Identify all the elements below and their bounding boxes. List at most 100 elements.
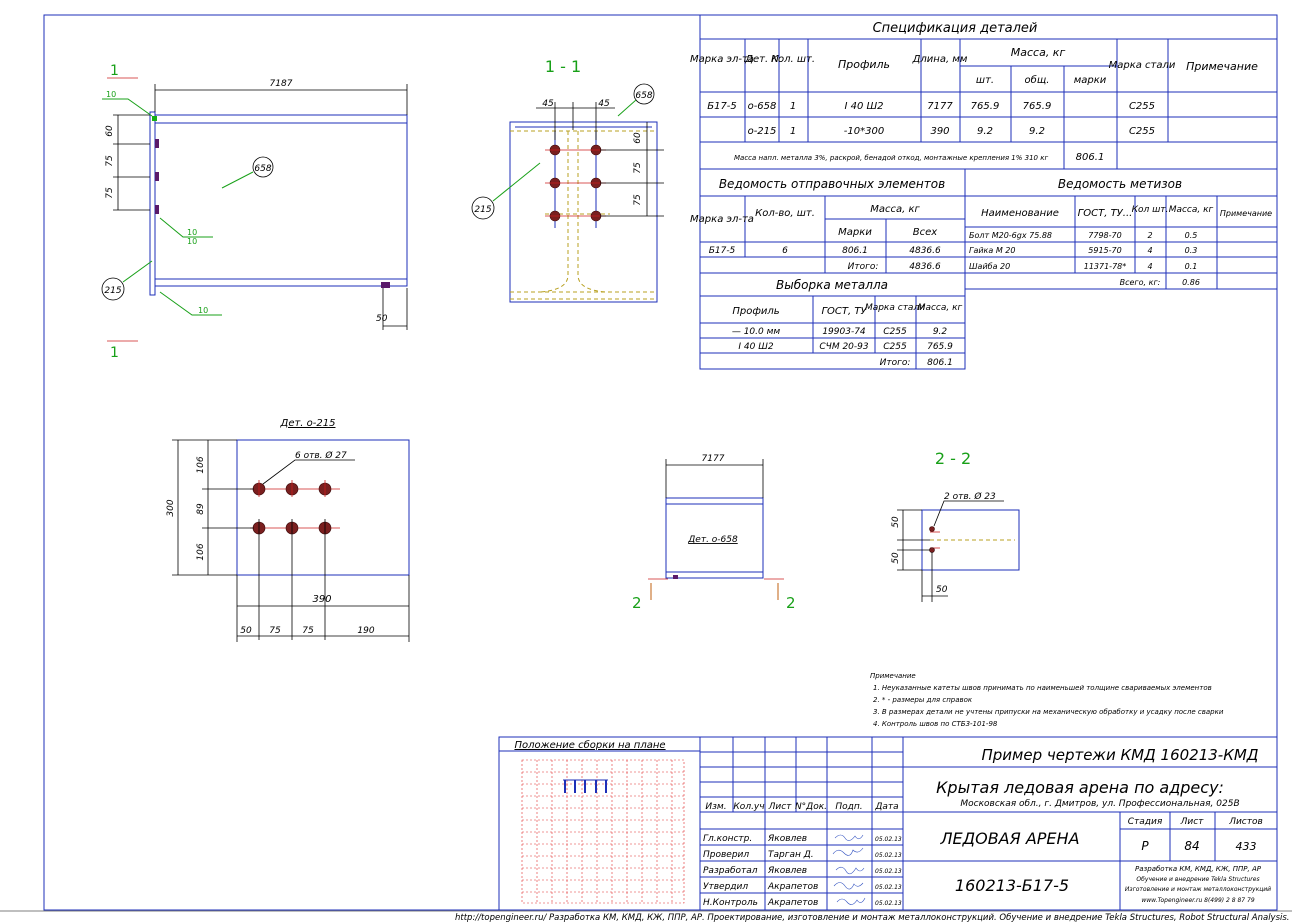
tb-object: Крытая ледовая арена по адресу: (936, 778, 1224, 797)
tb-project: Пример чертежи КМД 160213-КМД (981, 746, 1258, 764)
tb-name: Яковлев (767, 866, 807, 876)
hardware-table: Ведомость метизов Наименование ГОСТ, ТУ.… (964, 168, 1278, 290)
tb-role: Утвердил (703, 882, 748, 892)
section-mark: 2 (786, 594, 796, 612)
spec-cell: I 40 Ш2 (844, 101, 883, 112)
spec-h-mass-unit: шт. (976, 75, 994, 86)
hardware-cell: 5915-70 (1088, 246, 1121, 255)
note-line: 4. Контроль швов по СТБ3-101-98 (873, 720, 998, 728)
metal-cell: — 10.0 мм (732, 327, 781, 337)
spec-cell: С255 (1129, 126, 1155, 137)
shipping-h-mark: Марка эл-та (690, 214, 754, 225)
spec-cell: Б17-5 (707, 101, 737, 112)
hardware-h-mass: Масса, кг (1169, 205, 1214, 215)
dim-75: 75 (269, 626, 281, 636)
note-line: 2. * - размеры для справок (873, 696, 973, 704)
spec-cell: 765.9 (1023, 101, 1052, 112)
dim-60: 60 (105, 125, 115, 137)
hardware-cell: 0.1 (1185, 262, 1198, 271)
tb-date: 05.02.13 (875, 836, 902, 843)
metal-table: Выборка металла Профиль ГОСТ, ТУ Марка с… (699, 272, 966, 370)
spec-cell: 1 (790, 101, 796, 112)
hardware-h-note: Примечание (1220, 209, 1272, 218)
spec-h-qty: Кол. шт. (771, 54, 815, 65)
metal-total: 806.1 (927, 358, 953, 368)
beam-detail-label: Дет. о-658 (687, 535, 738, 545)
dim-60: 60 (633, 132, 643, 144)
tb-company-line: Изготовление и монтаж металлоконструкций (1125, 886, 1271, 893)
dim-75: 75 (302, 626, 314, 636)
shipping-title: Ведомость отправочных элементов (719, 177, 945, 191)
dim-390: 390 (312, 594, 331, 605)
metal-cell: 19903-74 (822, 327, 866, 337)
hardware-cell: 7798-70 (1088, 231, 1121, 240)
dim-75: 75 (633, 162, 643, 174)
dim-50: 50 (936, 585, 948, 595)
metal-title: Выборка металла (776, 278, 888, 292)
metal-cell: 765.9 (927, 342, 953, 352)
tb-role: Гл.констр. (703, 834, 752, 844)
dim-50: 50 (891, 516, 901, 528)
metal-h-mass: Масса, кг (918, 303, 963, 313)
tb-stage: Р (1141, 839, 1149, 853)
hardware-cell: Болт М20-6gх 75.88 (969, 231, 1052, 240)
dim-75: 75 (633, 194, 643, 206)
hardware-h-gost: ГОСТ, ТУ... (1078, 208, 1133, 219)
spec-cell: 765.9 (971, 101, 1000, 112)
tb-date: 05.02.13 (875, 900, 902, 907)
tb-company-line: www.Topengineer.ru 8(499) 2 8 87 79 (1141, 897, 1254, 904)
tb-col-header: Дата (874, 802, 898, 812)
tb-role: Н.Контроль (703, 898, 758, 908)
spec-cell: С255 (1129, 101, 1155, 112)
shipping-h-mass: Масса, кг (870, 204, 920, 215)
dim-45: 45 (542, 99, 554, 109)
weld-label: 10 (106, 90, 116, 99)
section-2-2-title: 2 - 2 (935, 449, 971, 468)
section-2-2-holes-label: 2 отв. Ø 23 (944, 491, 996, 502)
spec-h-mass-total: общ. (1025, 74, 1050, 86)
tb-sheets-label: Листов (1228, 817, 1263, 827)
spec-h-mass: Масса, кг (1011, 46, 1066, 59)
shipping-cell: 4836.6 (909, 246, 941, 256)
callout-215: 215 (474, 205, 491, 215)
callout-658: 658 (254, 164, 271, 174)
section-1-1-title: 1 - 1 (545, 57, 581, 76)
hardware-cell: 4 (1147, 246, 1152, 255)
callout-658: 658 (635, 91, 652, 101)
section-mark: 2 (632, 594, 642, 612)
spec-cell: о-658 (748, 101, 777, 112)
spec-cell: 9.2 (1029, 126, 1045, 137)
hardware-cell: 0.5 (1185, 231, 1198, 240)
tb-date: 05.02.13 (875, 884, 902, 891)
tb-name: Яковлев (767, 834, 807, 844)
dim-106: 106 (196, 543, 206, 560)
metal-cell: СЧМ 20-93 (819, 342, 869, 352)
metal-cell: С255 (883, 327, 907, 337)
weld-label: 10 (198, 306, 208, 315)
hardware-cell: 4 (1147, 262, 1152, 271)
tb-sheets: 433 (1236, 840, 1257, 853)
plan-title: Положение сборки на плане (514, 739, 665, 751)
spec-h-det: Дет. N (744, 54, 779, 65)
spec-cell: 1 (790, 126, 796, 137)
dim-75: 75 (105, 155, 115, 167)
tb-company-line: Обучение и внедрение Tekla Structures (1136, 876, 1259, 883)
tb-sheet-label: Лист (1180, 817, 1205, 827)
tb-date: 05.02.13 (875, 852, 902, 859)
dim-300: 300 (166, 499, 176, 516)
tb-sheet: 84 (1184, 839, 1199, 853)
tb-name: Тарган Д. (768, 850, 814, 860)
tb-sheet-name: ЛЕДОВАЯ АРЕНА (939, 829, 1079, 848)
tb-name: Акрапетов (767, 882, 818, 892)
spec-h-note: Примечание (1186, 60, 1258, 73)
spec-table: Спецификация деталей Марка эл-та Дет. N … (690, 14, 1278, 170)
metal-cell: 9.2 (933, 327, 948, 337)
spec-h-profile: Профиль (838, 58, 890, 71)
hardware-total: 0.86 (1182, 278, 1200, 287)
tb-name: Акрапетов (767, 898, 818, 908)
shipping-table: Ведомость отправочных элементов Марка эл… (690, 168, 966, 274)
plate-detail-title: Дет. о-215 (280, 418, 336, 429)
section-2-2: 2 - 2 2 отв. Ø 23 50 50 50 (891, 449, 1020, 602)
metal-total-label: Итого: (880, 358, 911, 368)
metal-h-gost: ГОСТ, ТУ (821, 306, 867, 317)
